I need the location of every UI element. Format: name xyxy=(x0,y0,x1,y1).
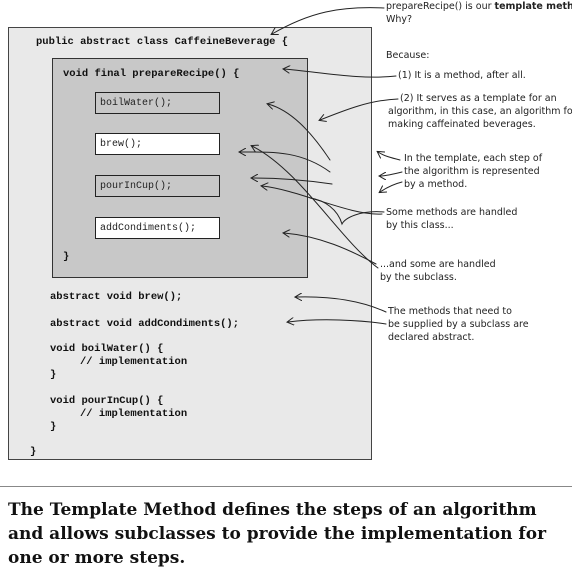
boilwater-close: } xyxy=(50,369,57,381)
note-steps-line3: by a method. xyxy=(404,179,468,190)
arrow-handled-sub-brew xyxy=(252,146,379,269)
class-close-brace: } xyxy=(30,446,37,458)
note-handled-sub-line2: by the subclass. xyxy=(380,272,457,283)
note-template-method: prepareRecipe() is our template method. xyxy=(386,1,572,13)
method-close-brace: } xyxy=(63,251,70,263)
step-brew: brew(); xyxy=(95,133,220,155)
caption-separator xyxy=(0,486,572,487)
arrow-handled-class-pour xyxy=(262,186,383,215)
note-because: Because: xyxy=(386,50,430,61)
note-reason2-line1: (2) It serves as a template for an xyxy=(400,93,557,104)
class-header: public abstract class CaffeineBeverage { xyxy=(36,36,289,48)
note-reason1: (1) It is a method, after all. xyxy=(398,70,526,81)
arrow-abstract-cond xyxy=(288,320,387,324)
step-addcondiments: addCondiments(); xyxy=(95,217,220,239)
method-header: void final prepareRecipe() { xyxy=(63,68,240,80)
note-handled-class-line2: by this class... xyxy=(386,220,454,231)
arrow-steps-mid xyxy=(380,171,403,176)
pourincup-close: } xyxy=(50,421,57,433)
boilwater-body: // implementation xyxy=(80,356,188,368)
arrow-to-class-header xyxy=(272,7,385,34)
arrow-steps-bottom xyxy=(380,181,403,192)
note-template-method-bold: template method. xyxy=(494,1,572,12)
note-supplied-line1: The methods that need to xyxy=(388,306,512,317)
pourincup-body: // implementation xyxy=(80,408,188,420)
arrow-steps-top xyxy=(378,152,401,161)
note-handled-class-line1: Some methods are handled xyxy=(386,207,518,218)
note-steps-line1: In the template, each step of xyxy=(404,153,543,164)
arrow-reason1 xyxy=(284,69,397,78)
step-pourincup: pourInCup(); xyxy=(95,175,220,197)
boilwater-header: void boilWater() { xyxy=(50,343,164,355)
caption: The Template Method defines the steps of… xyxy=(8,500,547,568)
arrow-step-boilwater xyxy=(268,104,331,161)
arrow-handled-sub-cond xyxy=(284,233,377,265)
note-why: Why? xyxy=(386,14,413,25)
abstract-addcondiments: abstract void addCondiments(); xyxy=(50,318,240,330)
arrow-abstract-brew xyxy=(296,297,387,313)
note-template-method-text: prepareRecipe() is our xyxy=(386,1,495,12)
note-reason2-line2: algorithm, in this case, an algorithm fo… xyxy=(388,106,572,117)
arrow-reason2 xyxy=(320,98,399,120)
arrow-step-brew xyxy=(240,152,331,173)
note-supplied-line2: be supplied by a subclass are xyxy=(388,319,529,330)
note-supplied-line3: declared abstract. xyxy=(388,332,475,343)
pourincup-header: void pourInCup() { xyxy=(50,395,164,407)
arrow-handled-class-curve xyxy=(309,197,385,226)
arrow-step-pour xyxy=(252,178,333,185)
step-boilwater: boilWater(); xyxy=(95,92,220,114)
abstract-brew: abstract void brew(); xyxy=(50,291,183,303)
note-handled-sub-line1: ...and some are handled xyxy=(380,259,496,270)
note-steps-line2: the algorithm is represented xyxy=(404,166,540,177)
note-reason2-line3: making caffeinated beverages. xyxy=(388,119,536,130)
annotation-arrows xyxy=(0,7,403,557)
